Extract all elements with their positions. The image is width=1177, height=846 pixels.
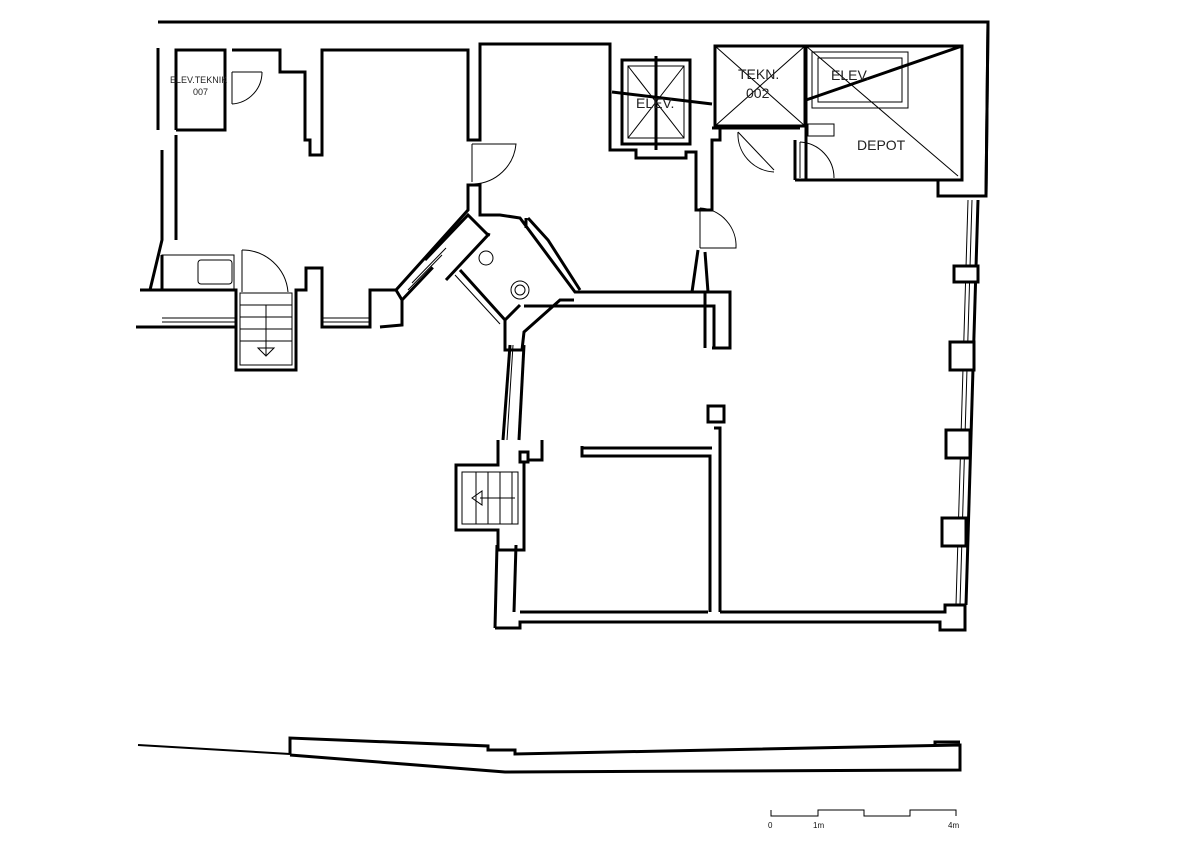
left-wing-walls (136, 42, 698, 329)
window-piers (940, 264, 980, 548)
scale-tick-0: 0 (768, 821, 773, 830)
scale-tick-1m: 1m (813, 821, 824, 830)
doors (231, 71, 835, 293)
outer-walls (158, 20, 990, 632)
tech-block (712, 44, 964, 182)
room-label-elev-2: ELEV. (831, 67, 869, 83)
scale-bar: 0 1m 4m (768, 809, 959, 830)
room-label-depot: DEPOT (857, 137, 906, 153)
sink (161, 254, 235, 291)
room-label-elev-shaft: ELEV. (636, 95, 674, 111)
room-number-elev-teknik: 007 (193, 87, 208, 97)
room-number-tekn: 002 (746, 85, 770, 101)
stair-left (210, 266, 404, 372)
scale-tick-4m: 4m (948, 821, 959, 830)
stair-lower (454, 440, 544, 552)
core-walls (394, 183, 707, 352)
interior-partitions (524, 304, 726, 612)
upper-middle-walls (690, 126, 732, 350)
room-label-elev-teknik: ELEV.TEKNIK (170, 75, 227, 85)
elevator-shaft (611, 56, 713, 150)
bottom-facade (137, 736, 962, 774)
room-label-tekn: TEKN. (738, 66, 779, 82)
room-labels: ELEV.TEKNIK 007 ELEV. TEKN. 002 ELEV. DE… (170, 66, 906, 153)
